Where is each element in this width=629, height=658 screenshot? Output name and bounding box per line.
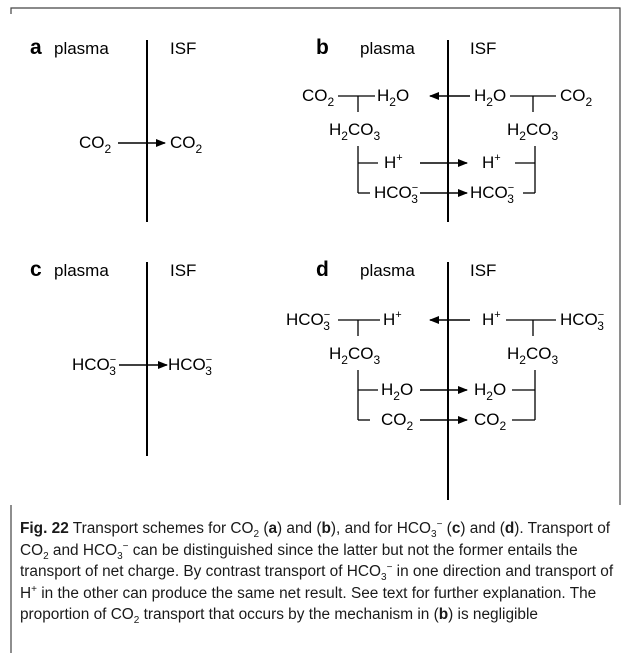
panel-d-plasma-label: plasma: [360, 261, 415, 280]
caption-text: in the other can produce the same net re…: [20, 584, 597, 624]
panel-d-hco3-right: HCO−3: [560, 309, 604, 333]
panel-b-h2o-left: H2O: [377, 86, 409, 109]
panel-d-h2co3-right: H2CO3: [507, 344, 558, 367]
panel-d-h-right: H+: [482, 309, 501, 329]
panel-d-hco3-left: HCO−3: [286, 309, 330, 333]
caption-panel-ref: b: [321, 520, 331, 537]
panel-d-letter: d: [316, 258, 329, 281]
panel-a-letter: a: [30, 36, 42, 59]
panel-c: c plasma ISF HCO−3 HCO−3: [30, 258, 212, 456]
panel-d-h-left: H+: [383, 309, 402, 329]
panel-b-isf-label: ISF: [470, 39, 496, 58]
caption-text: ) is negligible: [448, 606, 538, 624]
caption-sub: 2: [133, 615, 140, 627]
caption-text: ), and for HCO: [330, 520, 431, 537]
caption-sup: −: [122, 540, 129, 552]
panel-a: a plasma ISF CO2 CO2: [30, 36, 203, 222]
caption-sub: 3: [381, 572, 387, 584]
caption-text: in one direction and transport of H: [20, 563, 614, 602]
panel-d-co2-left: CO2: [381, 410, 414, 433]
caption-sub: 3: [431, 529, 437, 541]
panel-b-h2co3-left: H2CO3: [329, 120, 380, 143]
caption-panel-ref: b: [438, 606, 449, 624]
panel-d-h2o-left: H2O: [381, 380, 413, 403]
panel-b-co2-right: CO2: [560, 86, 593, 109]
panel-c-plasma-label: plasma: [54, 261, 109, 280]
figure-caption: Fig. 22 Transport schemes for CO2 (a) an…: [20, 518, 614, 626]
panel-d-co2-right: CO2: [474, 410, 507, 433]
panel-c-isf-label: ISF: [170, 261, 196, 280]
panel-b-h-right: H+: [482, 152, 501, 172]
panel-d: d plasma ISF HCO−3 H+ H2CO3 H2O CO2 H+ H…: [286, 258, 604, 500]
panel-b: b plasma ISF CO2 H2O H2CO3 H+ HCO−3 H2O …: [302, 36, 593, 222]
caption-text: ) and (: [460, 520, 505, 537]
panel-d-h2co3-left: H2CO3: [329, 344, 380, 367]
panel-b-h-left: H+: [384, 152, 403, 172]
panel-b-h2co3-right: H2CO3: [507, 120, 558, 143]
caption-sub: 2: [43, 550, 49, 562]
panel-c-letter: c: [30, 258, 42, 281]
panel-b-co2-left: CO2: [302, 86, 335, 109]
caption-text: ) and (: [277, 520, 322, 537]
caption-text: (: [442, 520, 452, 537]
caption-text: ). Transport of CO: [20, 520, 611, 559]
panel-b-letter: b: [316, 36, 329, 59]
panel-d-isf-label: ISF: [470, 261, 496, 280]
panel-a-co2-right: CO2: [170, 133, 203, 156]
panel-d-h2o-right: H2O: [474, 380, 506, 403]
caption-sub: 3: [117, 550, 123, 562]
caption-panel-ref: d: [504, 520, 515, 537]
caption-text: (: [259, 520, 269, 537]
caption-text: can be distinguished since the latter bu…: [20, 541, 578, 581]
figure-label: Fig. 22: [20, 520, 69, 537]
panel-b-h2o-right: H2O: [474, 86, 506, 109]
panel-c-hco3-left: HCO−3: [72, 354, 116, 378]
caption-sup: +: [31, 583, 37, 595]
panel-b-hco3-left: HCO−3: [374, 182, 418, 206]
caption-text: transport that occurs by the mechanism i…: [139, 606, 439, 624]
frame-top-border: [10, 7, 621, 505]
caption-sup: −: [436, 518, 443, 530]
caption-sub: 2: [253, 529, 260, 541]
caption-text: and HCO: [48, 541, 118, 559]
panel-b-plasma-label: plasma: [360, 39, 415, 58]
panel-c-hco3-right: HCO−3: [168, 354, 212, 378]
panel-a-co2-left: CO2: [79, 133, 112, 156]
panel-b-hco3-right: HCO−3: [470, 182, 514, 206]
caption-panel-ref: a: [268, 520, 278, 537]
caption-sup: −: [386, 562, 393, 574]
caption-text: Transport schemes for CO: [72, 520, 254, 537]
caption-panel-ref: c: [451, 520, 461, 537]
panel-a-isf-label: ISF: [170, 39, 196, 58]
panel-a-plasma-label: plasma: [54, 39, 109, 58]
